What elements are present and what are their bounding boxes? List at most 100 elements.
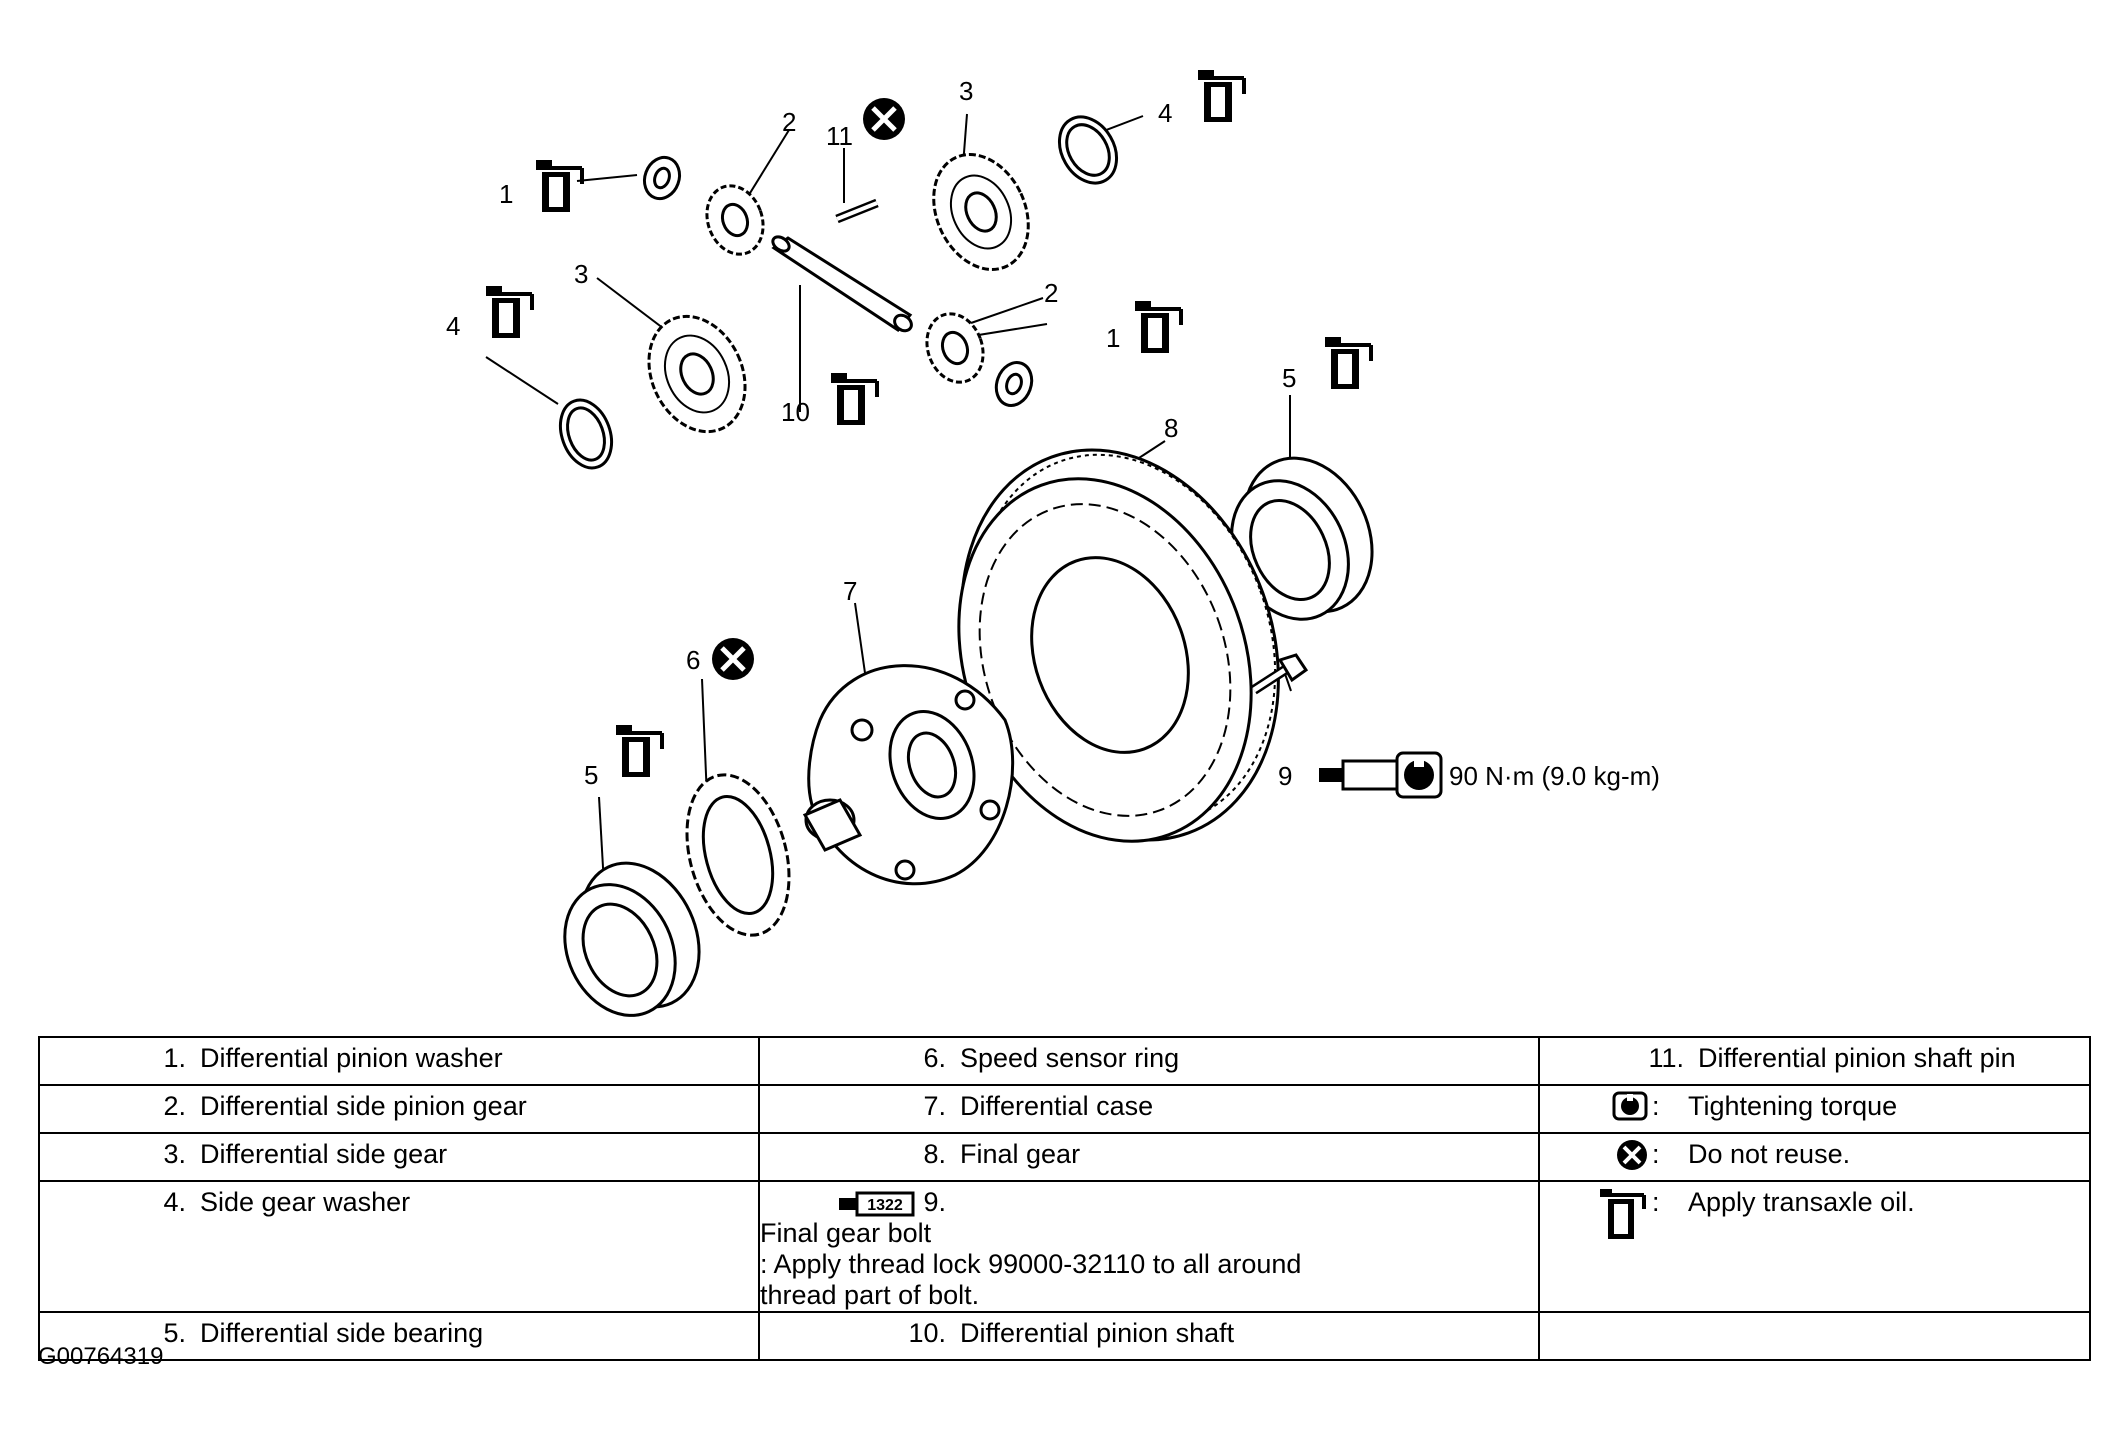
do-not-reuse-icon xyxy=(1617,1140,1647,1170)
do-not-reuse-icon xyxy=(712,638,754,680)
part-final-gear-bolt xyxy=(1251,653,1309,695)
legend-text: Differential pinion shaft xyxy=(960,1318,1235,1348)
part-side-gear-washer-lower xyxy=(558,398,614,470)
callout-3: 3 xyxy=(574,259,588,289)
legend-text: Final gear xyxy=(960,1139,1081,1169)
do-not-reuse-icon xyxy=(863,98,905,140)
part-shaft-pin xyxy=(835,198,879,224)
callout-5: 5 xyxy=(1282,363,1296,393)
legend-number: 4. xyxy=(163,1187,186,1217)
legend-cell: 10. Differential pinion shaft xyxy=(758,1311,1540,1361)
part-pinion-gear-lower xyxy=(925,312,985,384)
part-differential-case xyxy=(802,664,1015,886)
callout-11: 11 xyxy=(826,121,853,151)
legend-number: 10. xyxy=(908,1318,946,1348)
table-row: 4. Side gear washer 1322 9.Final gear bolt… xyxy=(38,1180,2091,1313)
legend-cell: 4. Side gear washer xyxy=(38,1180,760,1313)
part-side-gear-washer-upper xyxy=(1057,115,1119,185)
part-speed-sensor-ring xyxy=(685,773,791,937)
part-pinion-shaft xyxy=(771,235,913,333)
legend-text: Differential pinion washer xyxy=(200,1043,503,1073)
callout-1: 1 xyxy=(1106,323,1120,353)
callout-4: 4 xyxy=(446,311,460,341)
callout-9: 9 xyxy=(1278,761,1292,791)
legend-number: 1. xyxy=(163,1043,186,1073)
legend-text: Differential side gear xyxy=(200,1139,448,1169)
legend-subtext: : Apply thread lock 99000-32110 to all a… xyxy=(760,1249,1302,1310)
legend-number: 7. xyxy=(923,1091,946,1121)
legend-symbol xyxy=(1540,1139,1652,1178)
legend-cell: 5. Differential side bearing xyxy=(38,1311,760,1361)
legend-text: Final gear bolt xyxy=(760,1218,932,1248)
callout-6: 6 xyxy=(686,645,700,675)
legend-text: Tightening torque xyxy=(1688,1091,1898,1121)
legend-cell: 1. Differential pinion washer xyxy=(38,1036,760,1086)
legend-text: Do not reuse. xyxy=(1688,1139,1851,1169)
legend-number: 8. xyxy=(923,1139,946,1169)
legend-cell: 2. Differential side pinion gear xyxy=(38,1084,760,1134)
legend-separator: : xyxy=(1652,1091,1660,1121)
legend-cell: : Do not reuse. xyxy=(1538,1132,2091,1182)
tightening-torque-icon xyxy=(1612,1091,1648,1121)
oil-icon xyxy=(1196,68,1246,124)
parts-legend-table: 1. Differential pinion washer 6. Speed sen… xyxy=(38,1036,2091,1361)
legend-cell: : Tightening torque xyxy=(1538,1084,2091,1134)
oil-icon xyxy=(1323,335,1373,391)
legend-cell: 7.Differential case xyxy=(758,1084,1540,1134)
legend-number: 3. xyxy=(163,1139,186,1169)
torque-value: 90 N·m (9.0 kg-m) xyxy=(1449,761,1660,791)
part-side-bearing-left xyxy=(563,861,701,1017)
oil-icon xyxy=(534,158,584,214)
legend-symbol xyxy=(1540,1091,1652,1128)
oil-icon xyxy=(1133,299,1183,355)
table-row: 5. Differential side bearing 10. Different… xyxy=(38,1311,2091,1361)
callout-2: 2 xyxy=(1044,278,1058,308)
legend-number: 6. xyxy=(923,1043,946,1073)
callout-5: 5 xyxy=(584,760,598,790)
legend-text: Differential pinion shaft pin xyxy=(1698,1043,2016,1073)
callout-8: 8 xyxy=(1164,413,1178,443)
legend-separator: : xyxy=(1652,1187,1660,1217)
legend-cell: 8. Final gear xyxy=(758,1132,1540,1182)
legend-text: Differential side pinion gear xyxy=(200,1091,527,1121)
callout-3: 3 xyxy=(959,76,973,106)
legend-cell: 3. Differential side gear xyxy=(38,1132,760,1182)
legend-symbol xyxy=(1540,1187,1652,1250)
thread-lock-icon: 1322 xyxy=(839,1191,915,1217)
legend-number: 2. xyxy=(163,1091,186,1121)
exploded-view-diagram: 1 1 2 2 3 3 4 4 5 5 6 7 8 9 10 11 90 N·m… xyxy=(446,68,1660,1017)
table-row: 2. Differential side pinion gear 7.Differ… xyxy=(38,1084,2091,1134)
part-pinion-gear-upper xyxy=(705,184,765,256)
oil-icon xyxy=(829,371,879,427)
callout-4: 4 xyxy=(1158,98,1172,128)
legend-cell: : Apply transaxle oil. xyxy=(1538,1180,2091,1313)
oil-icon xyxy=(484,284,534,340)
legend-text: Speed sensor ring xyxy=(960,1043,1180,1073)
table-row: 1. Differential pinion washer 6. Speed sen… xyxy=(38,1036,2091,1086)
table-row: 3. Differential side gear 8. Final gear : D… xyxy=(38,1132,2091,1182)
legend-text: Apply transaxle oil. xyxy=(1688,1187,1915,1217)
part-side-gear-lower xyxy=(647,314,747,434)
callout-7: 7 xyxy=(843,576,857,606)
legend-cell: 1322 9.Final gear bolt: Apply thread lock… xyxy=(758,1180,1540,1313)
callout-2: 2 xyxy=(782,107,796,137)
legend-cell xyxy=(1538,1311,2091,1361)
legend-text: Side gear washer xyxy=(200,1187,411,1217)
legend-number: 5. xyxy=(163,1318,186,1348)
legend-number-text: 9. xyxy=(923,1187,946,1217)
tightening-torque-icon xyxy=(1395,751,1443,799)
legend-number: 1322 9. xyxy=(760,1187,960,1218)
callout-10: 10 xyxy=(781,397,810,427)
legend-text: Differential side bearing xyxy=(200,1318,484,1348)
oil-icon xyxy=(614,723,664,779)
part-side-gear-upper xyxy=(932,153,1030,271)
legend-separator: : xyxy=(1652,1139,1660,1169)
callout-1: 1 xyxy=(499,179,513,209)
part-pinion-washer-upper xyxy=(642,155,682,201)
thread-lock-icon xyxy=(1317,759,1409,791)
legend-number: 11. xyxy=(1648,1043,1684,1073)
part-pinion-washer-lower xyxy=(994,361,1034,407)
figure-id: G00764319 xyxy=(38,1343,164,1370)
legend-cell: 11. Differential pinion shaft pin xyxy=(1538,1036,2091,1086)
oil-icon xyxy=(1600,1189,1646,1239)
